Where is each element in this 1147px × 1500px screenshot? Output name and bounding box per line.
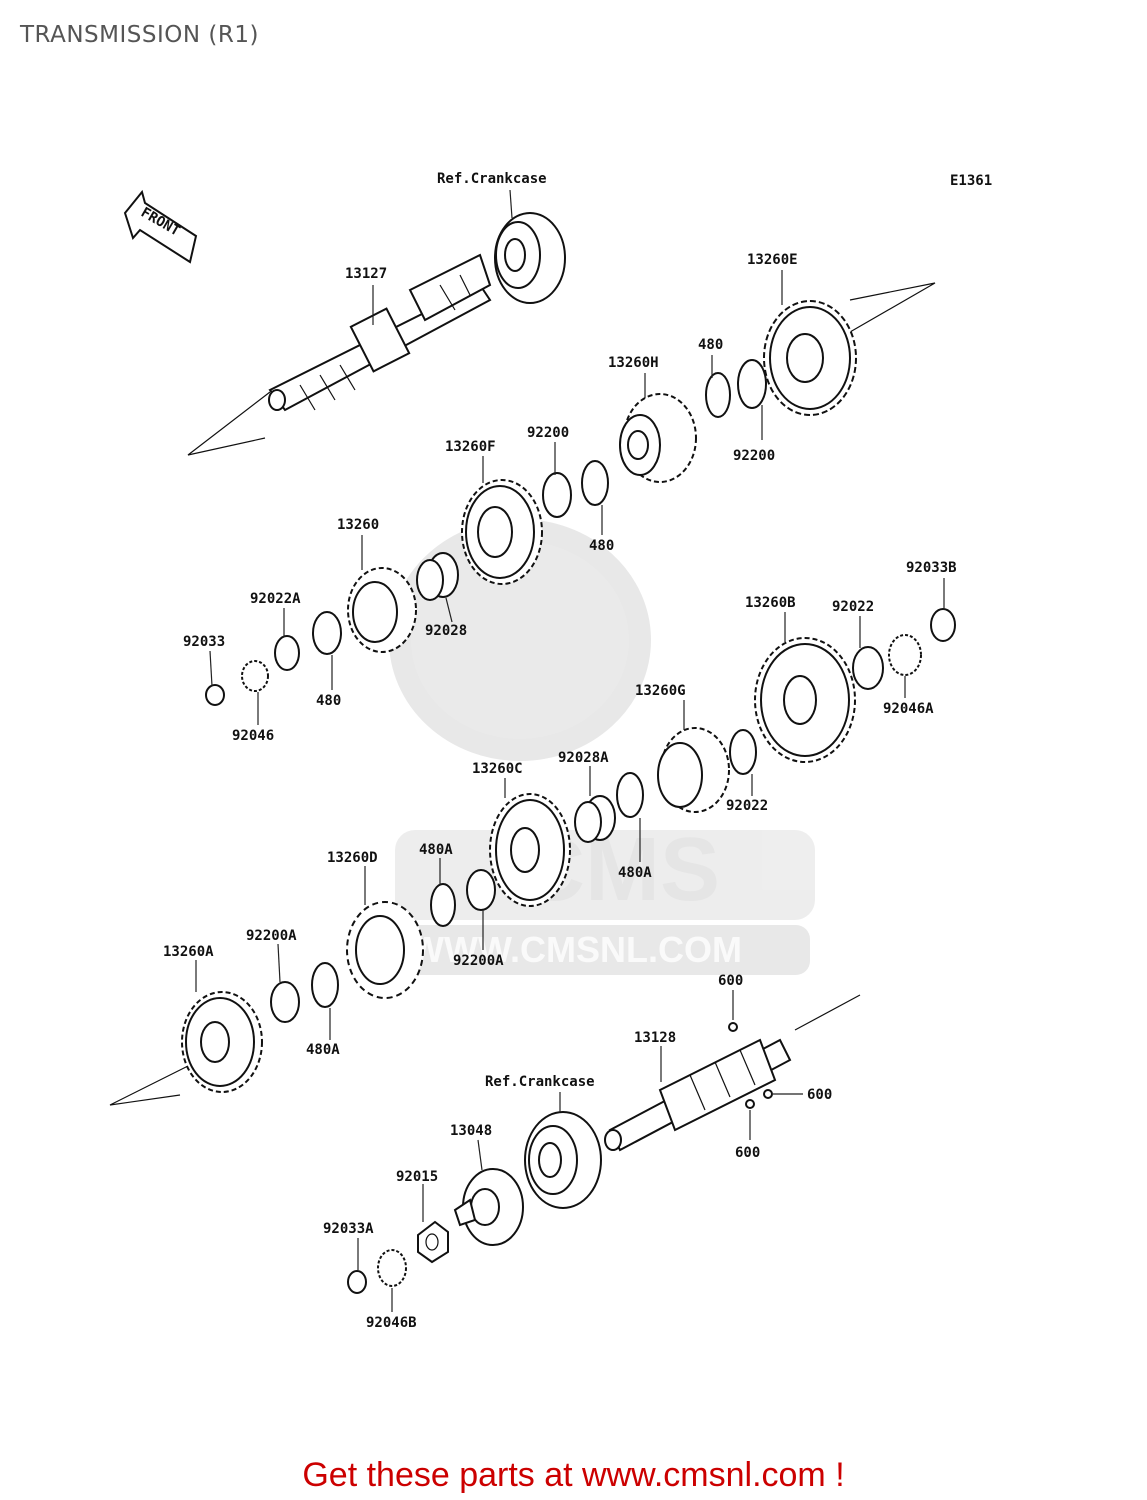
label-92046B: 92046B xyxy=(366,1315,417,1331)
label-600-bottom: 600 xyxy=(735,1145,760,1161)
axis-line-upper xyxy=(187,391,271,456)
label-ref-crankcase-top: Ref.Crankcase xyxy=(437,171,547,187)
label-480A-mid: 480A xyxy=(419,842,453,858)
washer-92022-top xyxy=(852,646,884,690)
label-13260E: 13260E xyxy=(747,252,798,268)
circlip-92033B xyxy=(930,608,956,642)
needle-bearing-92046B xyxy=(377,1249,407,1287)
label-92015: 92015 xyxy=(396,1169,438,1185)
label-92028A: 92028A xyxy=(558,750,609,766)
leader-lines xyxy=(195,189,945,1312)
label-13128: 13128 xyxy=(634,1030,676,1046)
diagram-code: E1361 xyxy=(950,173,992,189)
nut-92015 xyxy=(417,1220,449,1264)
label-92200A-mid: 92200A xyxy=(453,953,504,969)
washer-92200-left xyxy=(542,472,572,518)
label-480A-low: 480A xyxy=(306,1042,340,1058)
washer-92200A-mid xyxy=(466,869,496,911)
pin-600-bottom xyxy=(745,1099,755,1109)
gear-13260G xyxy=(657,727,730,813)
gear-13260A xyxy=(181,991,263,1093)
label-13048: 13048 xyxy=(450,1123,492,1139)
label-13260A: 13260A xyxy=(163,944,214,960)
axis-line-lower-left xyxy=(109,1064,191,1106)
input-shaft-13127 xyxy=(268,253,492,412)
pin-600-top xyxy=(728,1022,738,1032)
watermark-text: WWW.CMSNL.COM xyxy=(410,929,742,970)
label-92046A: 92046A xyxy=(883,701,934,717)
gear-13260C xyxy=(489,793,571,907)
pin-600-right xyxy=(763,1089,773,1099)
label-13260G: 13260G xyxy=(635,683,686,699)
footer-link[interactable]: Get these parts at www.cmsnl.com ! xyxy=(302,1456,845,1494)
circlip-480-mid xyxy=(581,460,609,506)
label-13127: 13127 xyxy=(345,266,387,282)
circlip-92033 xyxy=(205,684,225,706)
label-92022-top: 92022 xyxy=(832,599,874,615)
circlip-480A-mid xyxy=(430,883,456,927)
label-92200-right: 92200 xyxy=(733,448,775,464)
washer-92200A-left xyxy=(270,981,300,1023)
label-ref-crankcase-bottom: Ref.Crankcase xyxy=(485,1074,595,1090)
label-480-low: 480 xyxy=(316,693,341,709)
circlip-480A-right xyxy=(616,772,644,818)
label-13260C: 13260C xyxy=(472,761,523,777)
bushing-92028 xyxy=(416,552,459,601)
label-92022A: 92022A xyxy=(250,591,301,607)
needle-bearing-92046 xyxy=(241,660,269,692)
gear-13260E xyxy=(763,300,857,416)
label-480-top: 480 xyxy=(698,337,723,353)
gear-13260D xyxy=(346,901,424,999)
page-title: TRANSMISSION (R1) xyxy=(20,22,259,48)
label-92033B: 92033B xyxy=(906,560,957,576)
label-13260D: 13260D xyxy=(327,850,378,866)
front-arrow-icon: FRONT xyxy=(123,189,198,264)
needle-bearing-92046A xyxy=(888,634,922,676)
output-shaft-13128 xyxy=(604,1038,792,1152)
axis-line-lower-right xyxy=(794,994,861,1031)
washer-92200-right xyxy=(737,359,767,409)
bushing-92028A xyxy=(574,795,616,843)
washer-92022-low xyxy=(729,729,757,775)
label-13260B: 13260B xyxy=(745,595,796,611)
label-92200-left: 92200 xyxy=(527,425,569,441)
gear-13260F xyxy=(461,479,543,585)
label-13260F: 13260F xyxy=(445,439,496,455)
circlip-480-top xyxy=(705,372,731,418)
circlip-480A-low xyxy=(311,962,339,1008)
label-600-right: 600 xyxy=(807,1087,832,1103)
label-92046: 92046 xyxy=(232,728,274,744)
label-600-top: 600 xyxy=(718,973,743,989)
circlip-480-low xyxy=(312,611,342,655)
label-92033A: 92033A xyxy=(323,1221,374,1237)
axis-line-upper-right xyxy=(849,282,936,333)
bearing-bottom xyxy=(524,1111,602,1209)
label-92200A-left: 92200A xyxy=(246,928,297,944)
label-480A-right: 480A xyxy=(618,865,652,881)
label-13260: 13260 xyxy=(337,517,379,533)
circlip-92033A xyxy=(347,1270,367,1294)
label-92022-low: 92022 xyxy=(726,798,768,814)
hub-13048 xyxy=(453,1168,524,1246)
gear-13260 xyxy=(347,567,417,653)
gear-13260H xyxy=(619,393,697,483)
label-480-mid: 480 xyxy=(589,538,614,554)
label-92033: 92033 xyxy=(183,634,225,650)
label-92028: 92028 xyxy=(425,623,467,639)
gear-13260B xyxy=(754,637,856,763)
bearing-top xyxy=(494,212,566,304)
label-13260H: 13260H xyxy=(608,355,659,371)
washer-92022A xyxy=(274,635,300,671)
